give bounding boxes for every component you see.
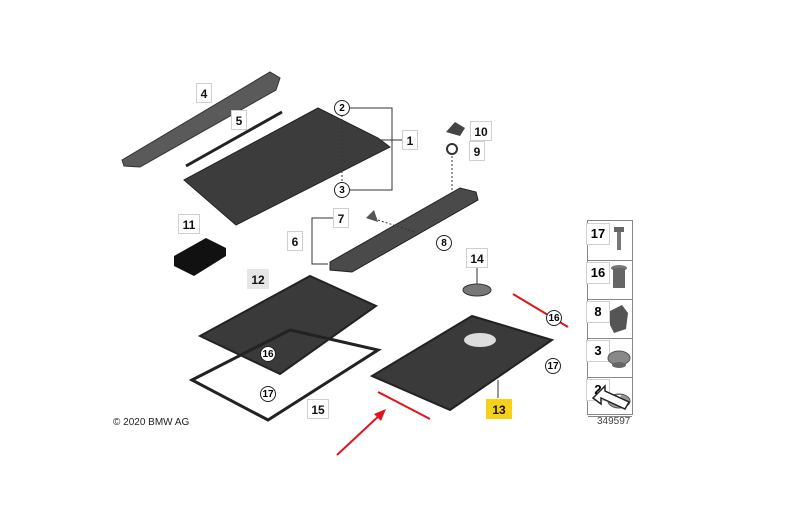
callout-6[interactable]: 6 (287, 231, 303, 251)
image-number: 349597 (597, 416, 631, 427)
part-10-cap (446, 122, 465, 136)
part-14-cap (462, 283, 492, 297)
callout-16-right[interactable]: 16 (546, 310, 562, 326)
callout-12[interactable]: 12 (247, 269, 269, 289)
callout-10[interactable]: 10 (470, 121, 492, 141)
callout-1[interactable]: 1 (402, 130, 418, 150)
small-part-row[interactable]: 16 (586, 260, 632, 300)
part-8-sill-trim (329, 187, 479, 273)
bracket-1 (350, 107, 393, 191)
callout-5[interactable]: 5 (231, 110, 247, 130)
bolt-icon (614, 227, 624, 250)
part-12-tray (197, 274, 378, 376)
small-part-number[interactable]: 16 (586, 262, 610, 284)
leader-7 (377, 219, 416, 233)
callout-3[interactable]: 3 (334, 182, 350, 198)
red-mark-line-2 (377, 391, 431, 420)
callout-16-left[interactable]: 16 (260, 346, 276, 362)
rivet-nut-icon (611, 265, 627, 288)
clip-nut-icon (610, 305, 628, 333)
callout-13-highlighted[interactable]: 13 (486, 399, 512, 419)
small-part-number[interactable]: 8 (586, 301, 610, 323)
plug-icon (607, 350, 631, 368)
red-arrowhead (374, 409, 386, 421)
part-1-floor-panel (183, 107, 391, 226)
part-5-strip (185, 110, 283, 168)
callout-15[interactable]: 15 (307, 399, 329, 419)
copyright: © 2020 BMW AG (113, 417, 190, 428)
part-13-tray (369, 314, 555, 412)
direction-arrow-icon (591, 384, 631, 410)
callout-17-right[interactable]: 17 (545, 358, 561, 374)
part-9-eye (446, 143, 458, 155)
callout-14[interactable]: 14 (466, 248, 488, 268)
part-11-box (174, 238, 226, 276)
callout-11[interactable]: 11 (178, 214, 200, 234)
part-15-seal (188, 328, 382, 422)
part-4-rail (121, 71, 281, 168)
small-part-number[interactable]: 17 (586, 223, 610, 245)
callout-9[interactable]: 9 (469, 141, 485, 161)
small-part-row[interactable]: 17 (586, 221, 632, 261)
callout-4[interactable]: 4 (196, 83, 212, 103)
callout-8[interactable]: 8 (436, 235, 452, 251)
small-part-row[interactable]: 3 (586, 338, 632, 378)
part-13-opening (464, 333, 496, 347)
callout-7[interactable]: 7 (333, 208, 349, 228)
callout-2[interactable]: 2 (334, 100, 350, 116)
small-part-number[interactable]: 3 (586, 340, 610, 362)
part-7-clip (366, 210, 378, 222)
callout-17-left[interactable]: 17 (260, 386, 276, 402)
red-arrow (336, 412, 383, 456)
small-part-row[interactable]: 8 (586, 299, 632, 339)
bracket-6 (311, 217, 333, 265)
